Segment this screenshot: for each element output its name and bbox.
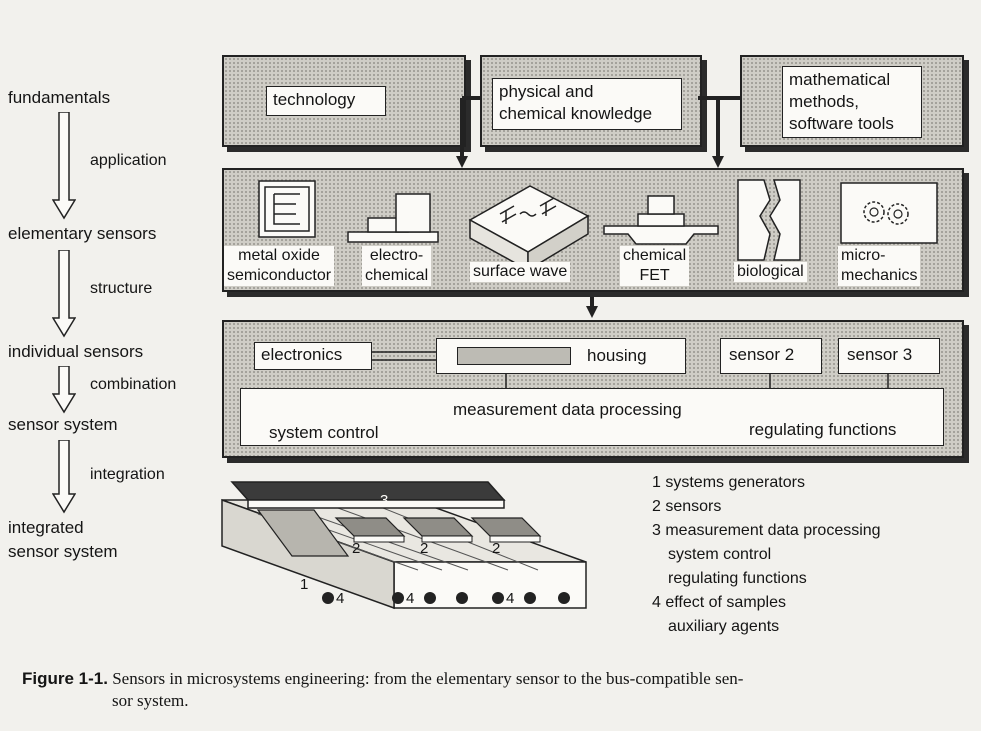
sensor3-label: sensor 3 (847, 345, 913, 364)
sensor-element (457, 347, 571, 365)
technology-box: technology (266, 86, 386, 116)
step-application: application (90, 152, 167, 169)
chip-label-1: 1 (300, 576, 309, 593)
chemical-fet-line2: FET (639, 267, 670, 284)
physical-line2: chemical knowledge (499, 104, 653, 123)
micromechanics-line2: mechanics (841, 267, 918, 284)
chip-label-4c: 4 (506, 590, 515, 607)
stage-integrated-line1: integrated (8, 518, 84, 537)
caption-label: Figure 1-1. (22, 669, 108, 688)
sensor2-label: sensor 2 (729, 345, 795, 364)
sensor3-box: sensor 3 (838, 338, 940, 374)
electrochemical-line2: chemical (365, 267, 429, 284)
step-structure: structure (90, 280, 153, 297)
measurement-label: measurement data processing (453, 400, 682, 419)
caption-continuation: sor system. (112, 691, 189, 710)
legend-item-2: 2 sensors (652, 498, 722, 515)
housing-box: housing (436, 338, 686, 374)
down-arrow-icon (52, 112, 76, 220)
electronics-label: electronics (261, 345, 343, 364)
legend-item-4: 4 effect of samples (652, 594, 786, 611)
sensor2-box: sensor 2 (720, 338, 822, 374)
step-integration: integration (90, 466, 165, 483)
chip-label-4a: 4 (336, 590, 345, 607)
stage-fundamentals: fundamentals (8, 88, 111, 107)
micromechanics-gears-icon (840, 182, 938, 244)
technology-label: technology (273, 90, 356, 109)
legend-item-3b: system control (668, 546, 772, 563)
electronics-housing-link (372, 351, 438, 361)
chemical-fet-label: chemical FET (620, 246, 690, 286)
stage-sensor-system: sensor system (8, 415, 118, 434)
step-combination: combination (90, 376, 177, 393)
metal-oxide-line1: metal oxide (238, 247, 320, 264)
electrochemical-sensor-icon (347, 193, 439, 243)
chip-label-2a: 2 (352, 540, 361, 557)
metal-oxide-sensor-icon (258, 180, 316, 238)
legend-item-3c: regulating functions (668, 570, 807, 587)
biological-label: biological (734, 262, 807, 282)
metal-oxide-label: metal oxide semiconductor (224, 246, 335, 286)
physical-line1: physical and (499, 82, 594, 101)
chip-label-4b: 4 (406, 590, 415, 607)
metal-oxide-line2: semiconductor (227, 267, 332, 284)
micromechanics-line1: micro- (841, 247, 886, 264)
electrochemical-line1: electro- (369, 247, 424, 264)
integrated-chip-drawing (221, 481, 587, 610)
chip-label-3: 3 (380, 492, 389, 509)
physical-box: physical and chemical knowledge (492, 78, 682, 130)
chip-label-2c: 2 (492, 540, 501, 557)
stage-elementary-sensors: elementary sensors (8, 224, 157, 243)
down-arrow-icon (52, 366, 76, 414)
legend-item-3: 3 measurement data processing (652, 522, 881, 539)
regulating-label: regulating functions (749, 420, 897, 439)
stage-integrated-line2: sensor system (8, 542, 118, 561)
housing-label: housing (587, 346, 647, 365)
electrochemical-label: electro- chemical (362, 246, 432, 286)
math-line2: methods, (789, 92, 859, 111)
figure-caption: Figure 1-1. Sensors in microsystems engi… (22, 668, 972, 690)
legend-item-4b: auxiliary agents (668, 618, 780, 635)
chemical-fet-line1: chemical (623, 247, 687, 264)
system-control-label: system control (269, 423, 379, 442)
surface-wave-sensor-icon (468, 185, 590, 272)
chemical-fet-sensor-icon (603, 195, 719, 245)
legend-item-1: 1 systems generators (652, 474, 805, 491)
surface-wave-label: surface wave (470, 262, 571, 282)
biological-sensor-icon (737, 179, 801, 261)
caption-text: Sensors in microsystems engineering: fro… (112, 669, 744, 688)
down-arrow-icon (52, 440, 76, 514)
chip-label-2b: 2 (420, 540, 429, 557)
measurement-box: measurement data processing system contr… (240, 388, 944, 446)
math-box: mathematical methods, software tools (782, 66, 922, 138)
math-line1: mathematical (789, 70, 891, 89)
micromechanics-label: micro- mechanics (838, 246, 921, 286)
stage-individual-sensors: individual sensors (8, 342, 144, 361)
down-arrow-icon (52, 250, 76, 338)
electronics-box: electronics (254, 342, 372, 370)
math-line3: software tools (789, 114, 894, 133)
